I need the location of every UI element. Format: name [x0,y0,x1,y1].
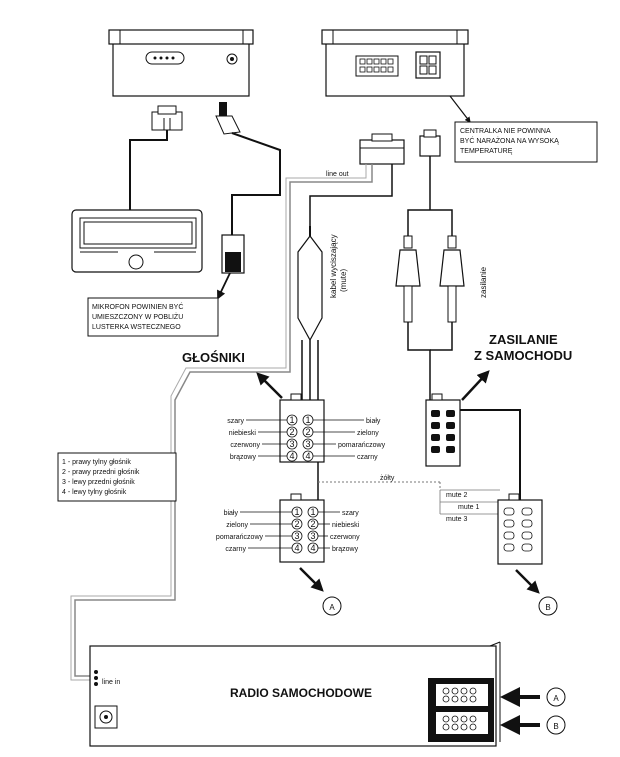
radio-title: RADIO SAMOCHODOWE [230,686,372,700]
mikrofon-note: MIKROFON POWINIEN BYĆ UMIESZCZONY W POBL… [87,297,219,337]
marker-b-radio: B [546,715,566,735]
mic-jack-plug [215,102,241,135]
marker-a-radio: A [546,687,566,707]
pin-legend: 1 - prawy tylny głośnik 2 - prawy przedn… [57,452,177,502]
upper-speaker-connector: 1 1 2 2 3 3 4 4 [279,393,325,463]
power-connector-block [425,393,461,467]
upper-right-1: biały [366,418,381,425]
display-plug [151,105,183,131]
glosniki-title: GŁOŚNIKI [182,350,245,365]
upper-pin-r2: 2 [306,427,311,437]
upper-pin-r1: 1 [306,415,311,425]
mute-cable-sleeve [297,226,323,342]
legend-item-4: 4 - lewy tylny głośnik [62,489,127,496]
mikrofon-note-line-3: LUSTERKA WSTECZNEGO [92,324,181,331]
upper-pin-l4: 4 [290,451,295,461]
lower-pin-l2: 2 [295,519,300,529]
lower-pin-r1: 1 [311,507,316,517]
marker-b-lower: B [538,596,558,616]
lower-pin-r2: 2 [311,519,316,529]
harness-main-connector [359,133,405,165]
upper-pin-l1: 1 [290,415,295,425]
lower-left-1: biały [224,510,239,517]
lower-speaker-connector: 1 1 2 2 3 3 4 4 [279,493,325,563]
centralka-note-line-3: TEMPERATURĘ [460,148,513,155]
line-in-label: line in [102,679,120,686]
zasilanie-vertical-label: zasilanie [479,266,488,298]
kabel-label-1: kabel wyciszający [329,234,338,298]
lower-left-4: czarny [225,546,246,553]
marker-a-radio-text: A [553,694,559,703]
upper-pin-r4: 4 [306,451,311,461]
centralka-note-line-2: BYĆ NARAŻONA NA WYSOKĄ [460,136,559,145]
radio-b-connector [497,493,543,565]
mikrofon-note-line-1: MIKROFON POWINIEN BYĆ [92,302,183,311]
upper-pin-l2: 2 [290,427,295,437]
upper-right-2: zielony [357,430,379,437]
upper-pin-l3: 3 [290,439,295,449]
kabel-label-2: (mute) [339,269,348,292]
fuse-holder-left [395,235,421,323]
zasilanie-title-2: Z SAMOCHODU [474,348,572,363]
zasilanie-title-1: ZASILANIE [489,332,558,347]
upper-pin-r3: 3 [306,439,311,449]
centralka-note-line-1: CENTRALKA NIE POWINNA [460,128,551,135]
microphone [221,234,245,274]
mikrofon-note-line-2: UMIESZCZONY W POBLIŻU [92,312,183,321]
upper-left-4: brązowy [230,454,257,461]
lower-right-1: szary [342,510,359,517]
legend-item-3: 3 - lewy przedni głośnik [62,479,135,486]
lower-left-3: pomarańczowy [216,534,264,541]
legend-item-1: 1 - prawy tylny głośnik [62,459,131,466]
legend-item-2: 2 - prawy przedni głośnik [62,469,140,476]
mute-1-label: mute 1 [458,504,480,511]
centralka-note: CENTRALKA NIE POWINNA BYĆ NARAŻONA NA WY… [449,95,598,163]
upper-left-1: szary [227,418,244,425]
fuse-holder-right [439,235,465,323]
marker-a-lower: A [322,596,342,616]
lower-pin-r3: 3 [311,531,316,541]
lower-right-2: niebieski [332,522,360,529]
upper-right-4: czarny [357,454,378,461]
lower-pin-l4: 4 [295,543,300,553]
marker-a-lower-text: A [329,603,335,612]
harness-power-connector [419,129,441,157]
lower-pin-l3: 3 [295,531,300,541]
lower-pin-l1: 1 [295,507,300,517]
upper-left-2: niebieski [229,430,257,437]
lower-pin-r4: 4 [311,543,316,553]
lower-right-3: czerwony [330,534,360,541]
upper-left-3: czerwony [230,442,260,449]
marker-b-radio-text: B [553,722,558,731]
control-unit-module [321,29,469,97]
line-out-label: line out [326,171,349,178]
car-radio-unit [89,641,501,747]
display-unit-module [108,29,254,97]
lower-left-2: zielony [226,522,248,529]
marker-b-lower-text: B [545,603,550,612]
zolty-label: żółty [380,475,395,482]
lower-right-4: brązowy [332,546,359,553]
mute-3-label: mute 3 [446,516,468,523]
upper-right-3: pomarańczowy [338,442,386,449]
mute-2-label: mute 2 [446,492,468,499]
head-unit [71,209,203,273]
